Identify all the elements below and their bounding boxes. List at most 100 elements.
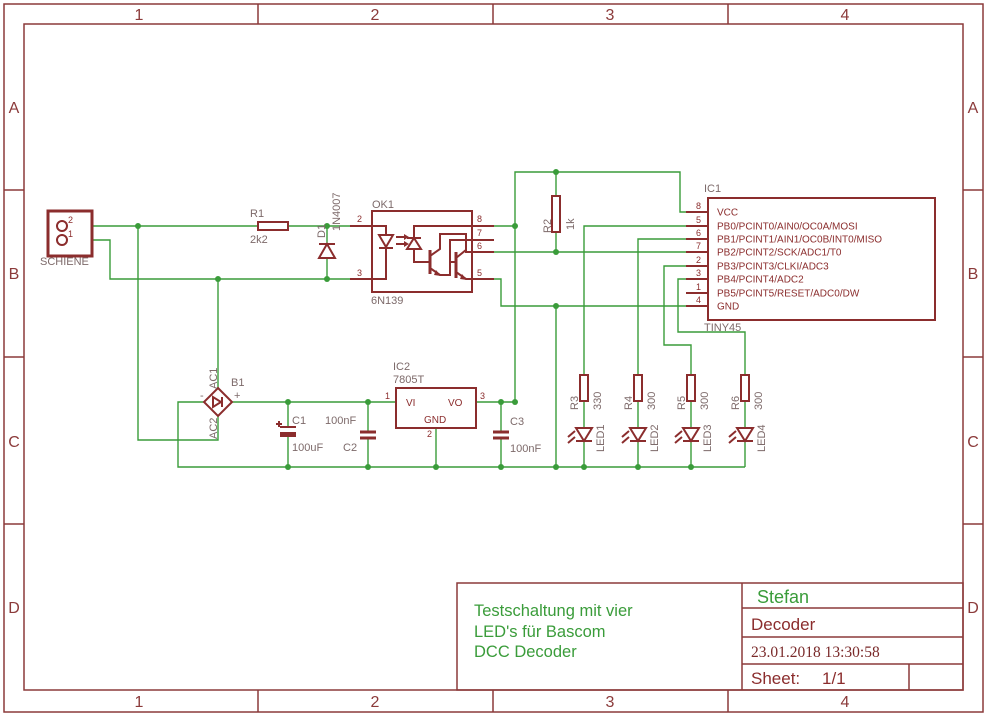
frame-row-label-right: B (968, 266, 979, 283)
resistor-r1: R1 2k2 (250, 208, 289, 246)
optocoupler-led-leads (372, 225, 387, 280)
junction (433, 464, 439, 470)
bridge-diode-icon (212, 395, 223, 409)
emitter-arrow-icon (434, 270, 441, 276)
frame-column-label-bottom: 1 (135, 694, 144, 711)
wire (494, 278, 686, 307)
junction (285, 464, 291, 470)
ic-pin-label: PB1/PCINT1/AIN1/OC0B/INT0/MISO (717, 235, 882, 246)
frame-row-label-left: D (8, 600, 20, 617)
part-value: 100uF (292, 442, 323, 454)
ic-pin-number: 1 (696, 282, 701, 292)
title-sheet-value: 1/1 (822, 669, 846, 688)
optocoupler-pins (350, 225, 494, 280)
led-light-arrows-icon (674, 430, 683, 444)
connector-terminal (56, 220, 68, 232)
regulator-pin-number: 1 (385, 391, 390, 401)
title-block: Testschaltung mit vier LED's für Bascom … (456, 582, 964, 691)
regulator-body (395, 387, 477, 429)
connector-body (46, 209, 94, 258)
optocoupler-pin-number: 3 (357, 268, 362, 278)
optocoupler-pin-number: 8 (477, 214, 482, 224)
part-name: IC2 (393, 361, 410, 373)
wire (92, 239, 350, 280)
part-name: C3 (510, 416, 524, 428)
nets (92, 171, 746, 468)
junctions (135, 169, 694, 470)
led-name: LED3 (702, 424, 714, 452)
part-name: R2 (542, 219, 554, 233)
part-value: 300 (699, 392, 711, 410)
arrow-head-icon (404, 234, 409, 240)
wire (583, 225, 686, 467)
ic-pin-number: 3 (696, 268, 701, 278)
part-value: 7805T (393, 374, 424, 386)
junction (285, 399, 291, 405)
led-4: LED4 (728, 424, 768, 452)
optocoupler-pin-number: 6 (477, 241, 482, 251)
ic-pin-label: PB2/PCINT2/SCK/ADC1/T0 (717, 248, 842, 259)
junction (553, 464, 559, 470)
wire (637, 238, 686, 467)
frame-column-label-top: 1 (135, 7, 144, 24)
part-name: OK1 (372, 199, 394, 211)
junction (688, 464, 694, 470)
optocoupler-pin-number: 7 (477, 228, 482, 238)
capacitor-plates (360, 430, 376, 440)
led-light-arrows-icon (728, 430, 737, 444)
frame-row-dividers (4, 189, 983, 525)
regulator-pin-label: VO (448, 398, 463, 409)
part-value: 300 (646, 392, 658, 410)
connector-pin-number: 2 (68, 215, 73, 225)
frame-column-label-bottom: 4 (841, 694, 850, 711)
regulator-pin-number: 2 (427, 429, 432, 439)
part-value: 6N139 (371, 295, 403, 307)
junction (635, 464, 641, 470)
frame-inner-border (23, 23, 964, 691)
capacitor-c2: 100nF C2 (325, 415, 376, 454)
junction (553, 169, 559, 175)
ic-pin-number: 6 (696, 228, 701, 238)
ic-pin-label: PB4/PCINT4/ADC2 (717, 275, 804, 286)
led-name: LED2 (649, 424, 661, 452)
resistor-body (579, 374, 589, 402)
regulator-pin-label: GND (424, 415, 446, 426)
optocoupler-pin-number: 2 (357, 214, 362, 224)
title-author: Stefan (757, 587, 809, 607)
junction (553, 303, 559, 309)
junction (581, 464, 587, 470)
part-name: D1 (316, 224, 328, 238)
bridge-body (202, 386, 234, 418)
resistor-body (740, 374, 750, 402)
bridge-terminal-label: - (200, 390, 204, 402)
frame-column-label-top: 4 (841, 7, 850, 24)
frame-row-label-left: A (9, 100, 20, 117)
resistor-body (686, 374, 696, 402)
junction (553, 249, 559, 255)
ic-pin-label: VCC (717, 208, 738, 219)
diode-triangle (317, 241, 337, 259)
ic-pin-label: PB0/PCINT0/AIN0/OC0A/MOSI (717, 222, 858, 233)
junction (324, 223, 330, 229)
optocoupler-led-triangle (377, 234, 395, 249)
led-name: LED1 (595, 424, 607, 452)
ic-pin-label: PB5/PCINT5/RESET/ADC0/DW (717, 289, 860, 300)
optocoupler-internal-wiring (413, 225, 472, 280)
led-name: LED4 (756, 424, 768, 452)
title-description-line: DCC Decoder (474, 643, 577, 661)
emitter-arrow-icon (460, 274, 467, 280)
part-value: 2k2 (250, 234, 268, 246)
capacitor-plates (493, 430, 509, 440)
part-name: IC1 (704, 183, 721, 195)
led-triangle (574, 427, 594, 443)
part-value: TINY45 (704, 322, 741, 334)
part-value: 100nF (510, 443, 541, 455)
led-triangle (628, 427, 648, 443)
part-value: 1N4007 (331, 192, 343, 231)
connector-name: SCHIENE (40, 256, 89, 268)
junction (498, 464, 504, 470)
resistor-r5: R5 300 (676, 374, 711, 410)
junction (498, 399, 504, 405)
junction (324, 276, 330, 282)
frame-row-label-right: A (968, 100, 979, 117)
